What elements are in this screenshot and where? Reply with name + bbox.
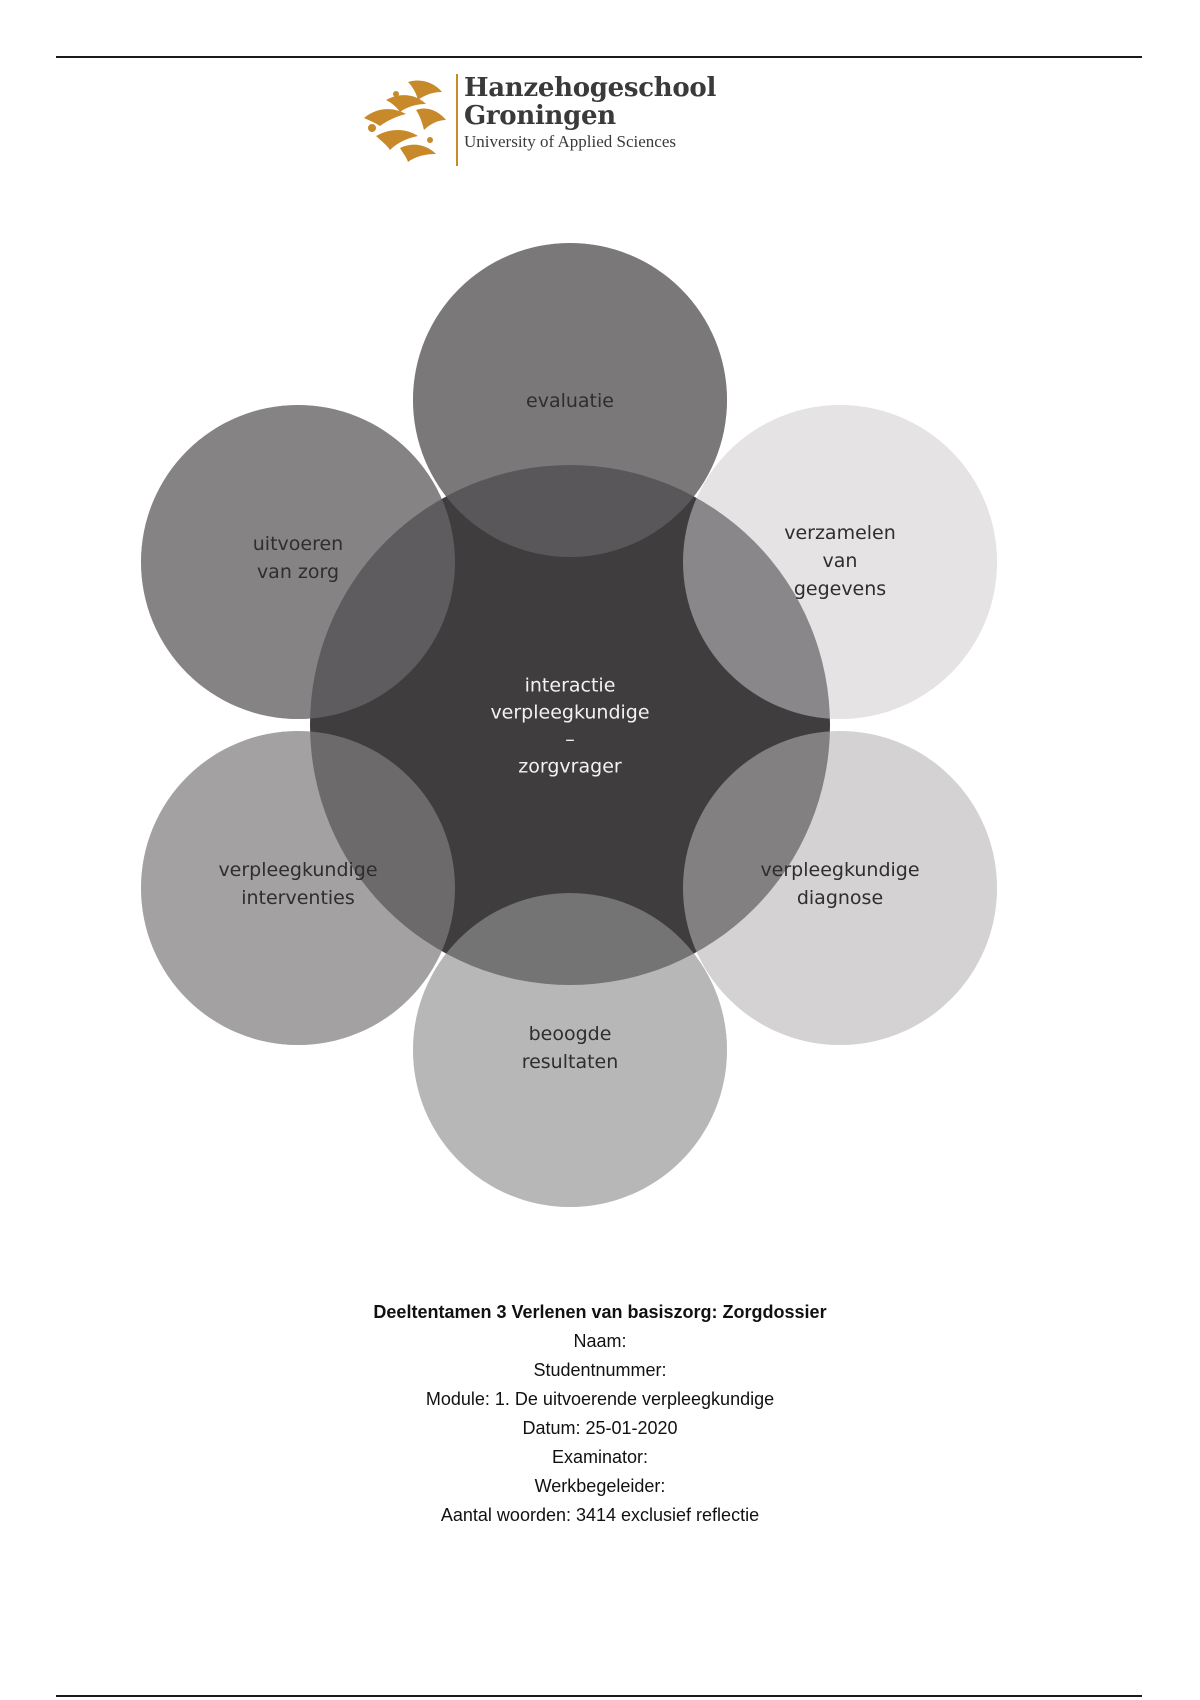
logo-emblem-icon xyxy=(364,80,446,162)
logo-line-1: Hanzehogeschool xyxy=(464,73,717,103)
petal-overlap-verzamelen xyxy=(683,405,997,719)
info-module: Module: 1. De uitvoerende verpleegkundig… xyxy=(425,1389,775,1409)
petal-overlap-diagnose xyxy=(683,731,997,1045)
logo-divider xyxy=(456,74,458,166)
petal-overlap-resultaten xyxy=(413,893,727,1207)
petal-overlap-evaluatie xyxy=(413,243,727,557)
logo-wordmark: Hanzehogeschool Groningen University of … xyxy=(464,74,716,154)
info-naam: Naam: xyxy=(573,1331,627,1351)
petal-overlap-uitvoeren xyxy=(141,405,455,719)
cover-info: Deeltentamen 3 Verlenen van basiszorg: Z… xyxy=(0,1297,1200,1530)
info-examinator: Examinator: xyxy=(551,1447,649,1467)
info-werkbegeleider: Werkbegeleider: xyxy=(534,1476,666,1496)
petal-label-evaluatie: evaluatie xyxy=(526,390,614,412)
petal-overlap-interventies xyxy=(141,731,455,1045)
bottom-rule xyxy=(56,1695,1142,1697)
document-title: Deeltentamen 3 Verlenen van basiszorg: Z… xyxy=(373,1302,827,1322)
info-aantal-woorden: Aantal woorden: 3414 exclusief reflectie xyxy=(440,1505,760,1525)
center-circle xyxy=(310,465,830,985)
logo-line-3: University of Applied Sciences xyxy=(464,132,676,151)
top-rule xyxy=(56,56,1142,58)
info-datum: Datum: 25-01-2020 xyxy=(522,1418,678,1438)
logo-line-2: Groningen xyxy=(464,101,616,131)
info-studentnummer: Studentnummer: xyxy=(533,1360,667,1380)
university-logo: Hanzehogeschool Groningen University of … xyxy=(356,70,716,170)
